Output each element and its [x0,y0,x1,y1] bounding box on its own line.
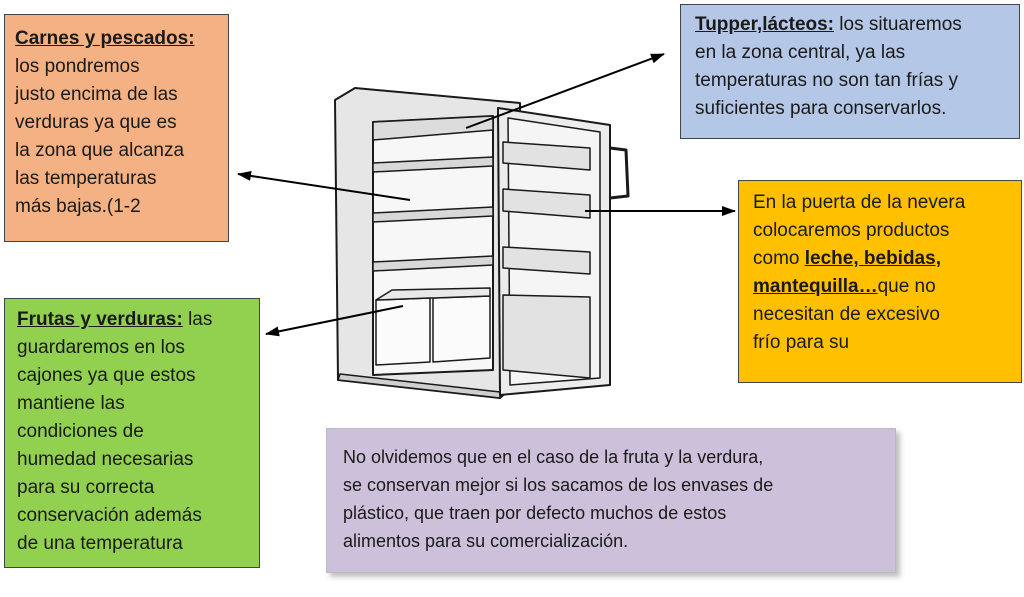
carnes-pescados-note: Carnes y pescados: los pondremos justo e… [4,14,229,242]
shelf-2 [372,206,494,223]
carnes-line-3: verduras ya que es [15,112,177,133]
arrow-to-frutas [265,305,404,337]
arrow-to-carnes [237,170,411,201]
door-bin-3 [502,246,591,275]
frutas-line-5: humedad necesarias [17,449,194,470]
puerta-line-3-prefix: como [753,248,805,269]
frutas-line-1: guardaremos en los [17,337,185,358]
puerta-line-4-bold: mantequilla… [753,276,878,297]
frutas-line-0: las [182,309,213,330]
puerta-line-6: frío para su [753,332,850,353]
puerta-line-3-bold: leche, bebidas, [804,248,941,269]
shelf-3 [372,255,494,272]
tupper-lacteos-note: Tupper,lácteos: los situaremos en la zon… [680,4,1020,139]
carnes-line-2: justo encima de las [15,84,178,105]
nota-line-3: plástico, que traen por defecto muchos d… [343,503,727,523]
nota-line-2: se conservan mejor si los sacamos de los… [343,475,774,495]
tupper-line-3: suficientes para conservarlos. [695,98,947,119]
frutas-line-3: mantiene las [17,393,125,414]
shelf-1 [372,156,494,173]
puerta-line-2: colocaremos productos [753,220,950,241]
door-bin-1 [502,141,591,171]
carnes-line-6: más bajas.(1-2 [15,196,141,217]
door-bin-2 [502,188,591,219]
puerta-line-1: En la puerta de la nevera [753,192,966,213]
tupper-line-1: en la zona central, ya las [695,42,906,63]
carnes-title: Carnes y pescados: [15,28,195,49]
crisper-drawer-right [432,295,491,363]
frutas-line-8: de una temperatura [17,533,183,554]
carnes-line-4: la zona que alcanza [15,140,185,161]
carnes-line-5: las temperaturas [15,168,157,189]
frutas-verduras-note: Frutas y verduras: las guardaremos en lo… [4,298,260,568]
frutas-title: Frutas y verduras: [17,309,183,330]
frutas-line-4: condiciones de [17,421,144,442]
frutas-line-6: para su correcta [17,477,155,498]
nota-line-4: alimentos para su comercialización. [343,531,629,551]
door-bin-4 [502,294,591,379]
crisper-drawer-left [375,297,431,366]
tupper-line-0: los situaremos [834,14,962,35]
frutas-line-7: conservación además [17,505,202,526]
puerta-line-4-after: que no [877,276,936,297]
puerta-line-5: necesitan de excesivo [753,304,940,325]
nota-line-1: No olvidemos que en el caso de la fruta … [343,447,764,467]
tupper-title: Tupper,lácteos: [695,14,835,35]
tupper-line-2: temperaturas no son tan frías y [695,70,958,91]
door-handle [609,146,630,200]
carnes-line-1: los pondremos [15,56,140,77]
arrow-to-tupper [465,53,665,129]
fridge-icon [334,87,630,399]
nota-fruta-verdura: No olvidemos que en el caso de la fruta … [326,428,896,573]
frutas-line-2: cajones ya que estos [17,365,196,386]
puerta-nevera-note: En la puerta de la nevera colocaremos pr… [738,180,1022,383]
